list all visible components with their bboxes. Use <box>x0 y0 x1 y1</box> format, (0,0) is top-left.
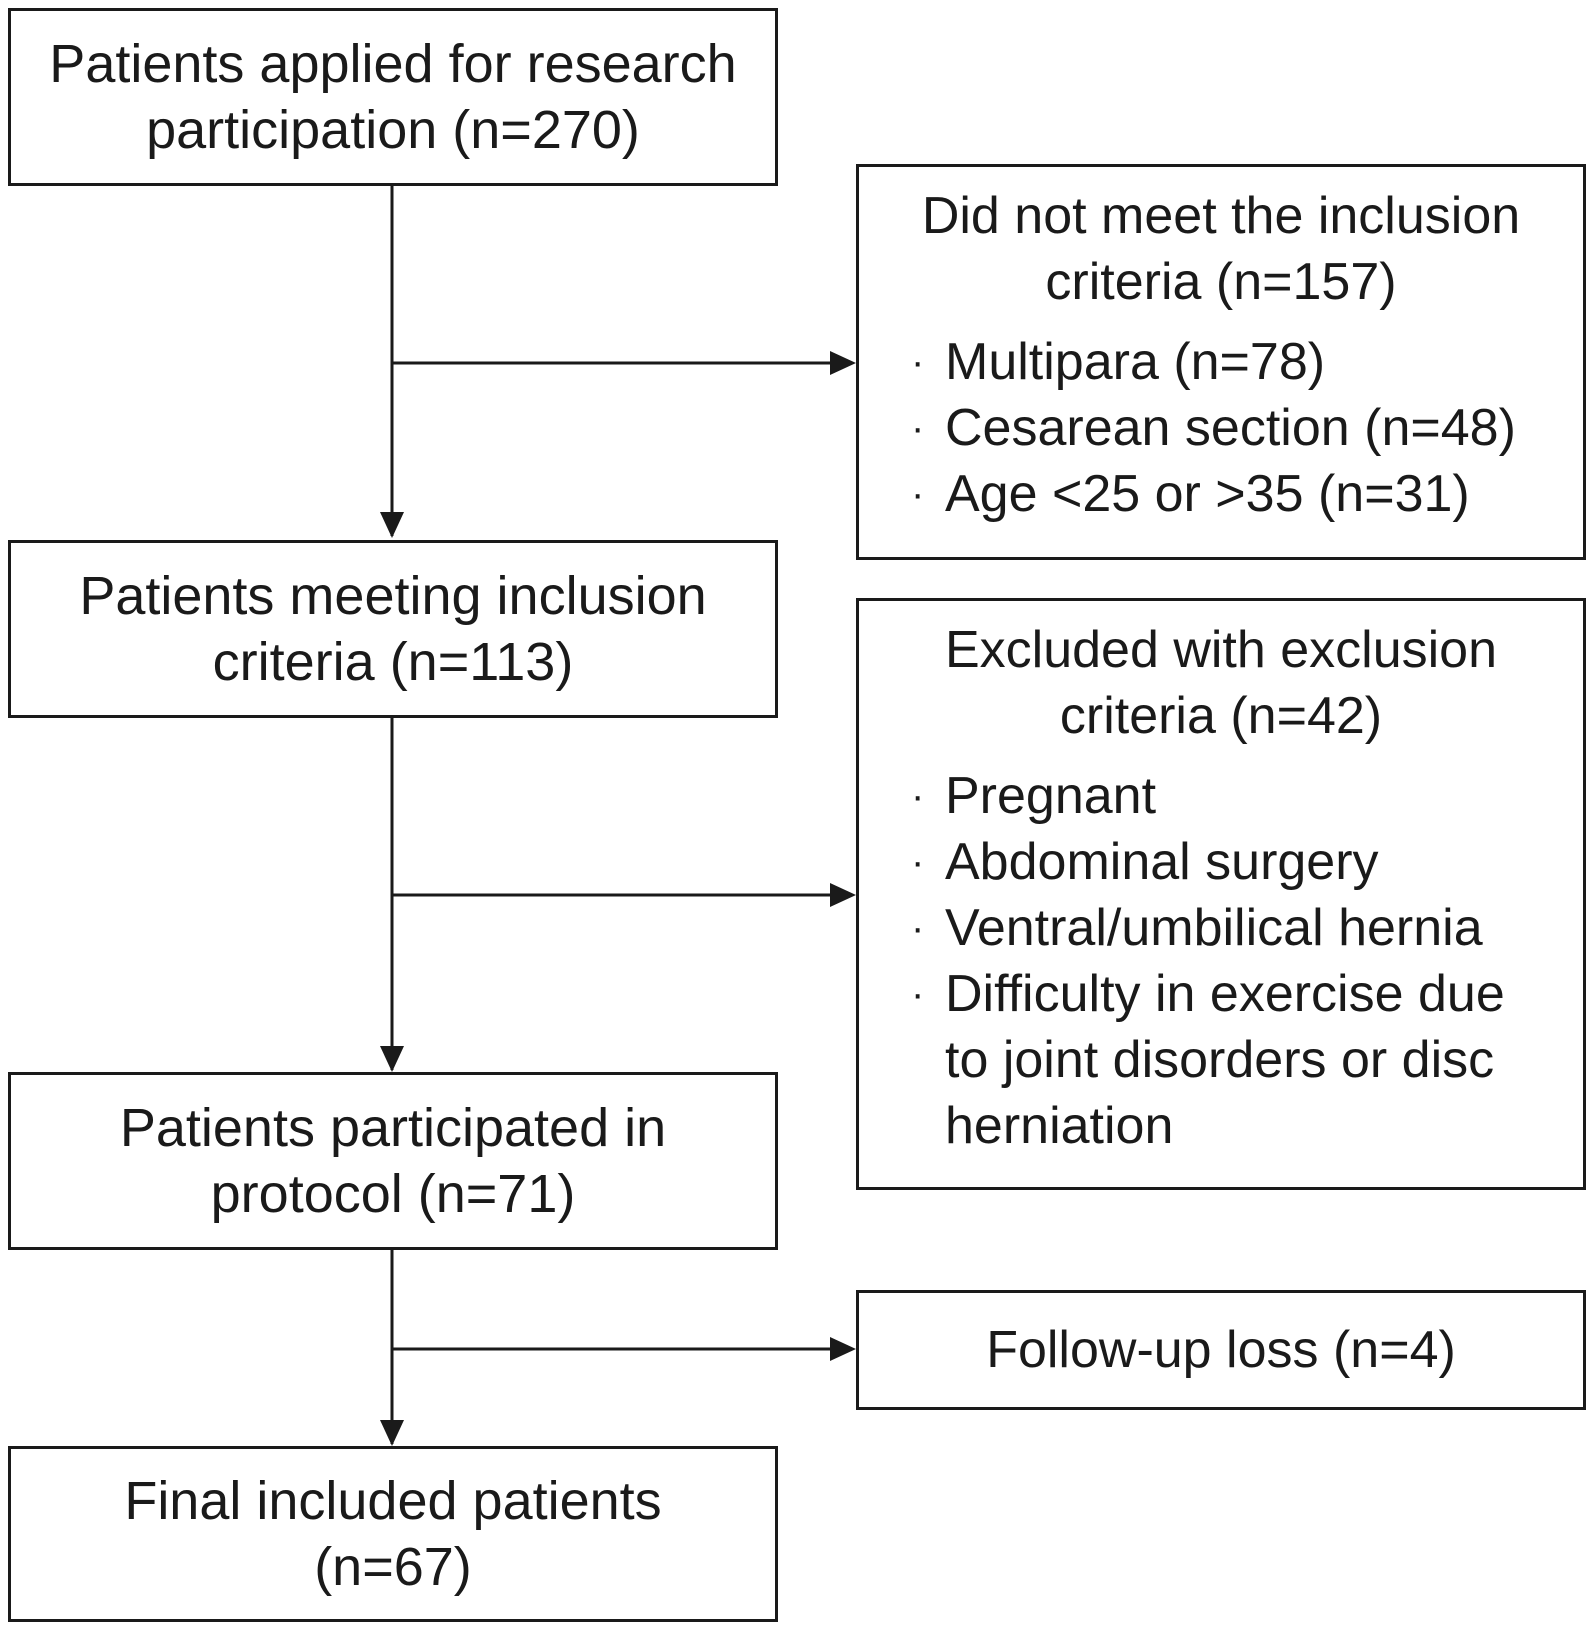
box-final-included-line1: Final included patients <box>124 1471 662 1531</box>
list-item: · Cesarean section (n=48) <box>911 395 1583 461</box>
box-final-included-line2: (n=67) <box>314 1537 472 1597</box>
box-participated: Patients participated in protocol (n=71) <box>8 1072 778 1250</box>
box-excluded: Excluded with exclusion criteria (n=42) … <box>856 598 1586 1190</box>
list-item-label: Cesarean section (n=48) <box>945 399 1516 457</box>
box-follow-up-loss: Follow-up loss (n=4) <box>856 1290 1586 1410</box>
box-excluded-title: Excluded with exclusion criteria (n=42) <box>859 617 1583 749</box>
box-not-meet-inclusion-line2: criteria (n=157) <box>1045 253 1397 311</box>
box-final-included: Final included patients (n=67) <box>8 1446 778 1622</box>
box-applied-line1: Patients applied for research <box>49 34 737 94</box>
bullet-icon: · <box>911 406 925 450</box>
horizontal-arrow-3 <box>392 1337 856 1361</box>
box-not-meet-inclusion-line1: Did not meet the inclusion <box>921 187 1521 245</box>
vertical-arrow-1 <box>380 186 404 538</box>
list-item-label: Abdominal surgery <box>945 833 1379 891</box>
exclusion-list: · Pregnant · Abdominal surgery · Ventral/um… <box>859 763 1583 1159</box>
box-excluded-line2: criteria (n=42) <box>1059 687 1383 745</box>
bullet-icon: · <box>911 472 925 516</box>
box-meeting-inclusion: Patients meeting inclusion criteria (n=1… <box>8 540 778 718</box>
vertical-arrow-3 <box>380 1250 404 1446</box>
list-item-label: Multipara (n=78) <box>945 333 1326 391</box>
bullet-icon: · <box>911 972 925 1016</box>
inclusion-fail-list: · Multipara (n=78) · Cesarean section (n=4… <box>859 329 1583 527</box>
box-participated-line2: protocol (n=71) <box>210 1164 576 1224</box>
bullet-icon: · <box>911 840 925 884</box>
list-item-label: Pregnant <box>945 767 1157 825</box>
list-item: · Age <25 or >35 (n=31) <box>911 461 1583 527</box>
horizontal-arrow-2 <box>392 883 856 907</box>
list-item: · Difficulty in exercise due to joint dis… <box>911 961 1559 1159</box>
horizontal-arrow-1 <box>392 351 856 375</box>
list-item: · Pregnant <box>911 763 1559 829</box>
box-meeting-inclusion-line1: Patients meeting inclusion <box>79 566 707 626</box>
list-item-label: Ventral/umbilical hernia <box>945 899 1483 957</box>
box-not-meet-inclusion-title: Did not meet the inclusion criteria (n=1… <box>859 183 1583 315</box>
box-applied: Patients applied for research participat… <box>8 8 778 186</box>
box-excluded-line1: Excluded with exclusion <box>944 621 1498 679</box>
box-not-meet-inclusion: Did not meet the inclusion criteria (n=1… <box>856 164 1586 560</box>
list-item: · Abdominal surgery <box>911 829 1559 895</box>
list-item-label: Age <25 or >35 (n=31) <box>945 465 1470 523</box>
box-participated-line1: Patients participated in <box>119 1098 667 1158</box>
bullet-icon: · <box>911 906 925 950</box>
box-meeting-inclusion-line2: criteria (n=113) <box>212 632 574 692</box>
list-item: · Multipara (n=78) <box>911 329 1583 395</box>
box-follow-up-loss-label: Follow-up loss (n=4) <box>986 1321 1456 1379</box>
box-applied-line2: participation (n=270) <box>146 100 640 160</box>
list-item-label: Difficulty in exercise due to joint diso… <box>945 965 1505 1155</box>
list-item: · Ventral/umbilical hernia <box>911 895 1559 961</box>
bullet-icon: · <box>911 340 925 384</box>
bullet-icon: · <box>911 774 925 818</box>
